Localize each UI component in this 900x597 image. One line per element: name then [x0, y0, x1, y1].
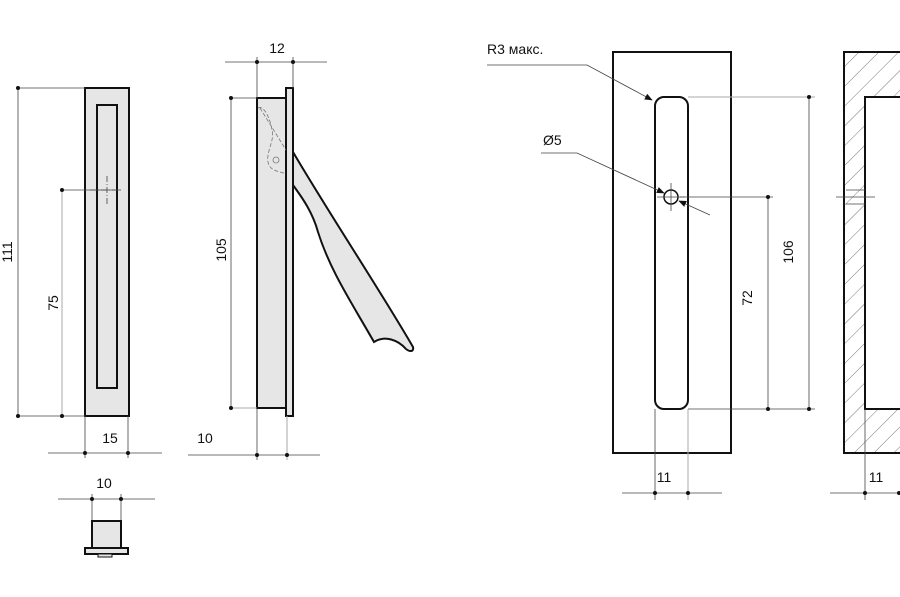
handle-slot — [96, 104, 118, 389]
front-view: 111 75 15 — [0, 86, 162, 458]
dim-slot-length: 106 — [780, 240, 796, 264]
dim-body-height: 105 — [213, 238, 229, 262]
dim-slot-width: 11 — [657, 469, 672, 485]
dim-plate-depth: 12 — [269, 40, 285, 56]
dim-width: 15 — [102, 430, 118, 446]
slot-cutout — [654, 96, 689, 410]
dim-hole-offset: 72 — [739, 290, 755, 306]
cutout-view: R3 макс. Ø5 106 72 11 — [487, 41, 815, 500]
dim-section-width: 11 — [869, 469, 884, 485]
side-view: 12 105 10 — [188, 40, 415, 460]
section-view: 11 — [830, 51, 900, 500]
dim-bottom-width: 10 — [96, 475, 112, 491]
dim-hole-spacing: 75 — [45, 295, 61, 311]
dim-height: 111 — [0, 241, 15, 262]
hole-diameter: Ø5 — [543, 132, 562, 148]
radius-note: R3 макс. — [487, 41, 543, 57]
lever — [292, 148, 415, 353]
bottom-view: 10 — [58, 475, 155, 558]
dim-body-depth: 10 — [197, 430, 213, 446]
